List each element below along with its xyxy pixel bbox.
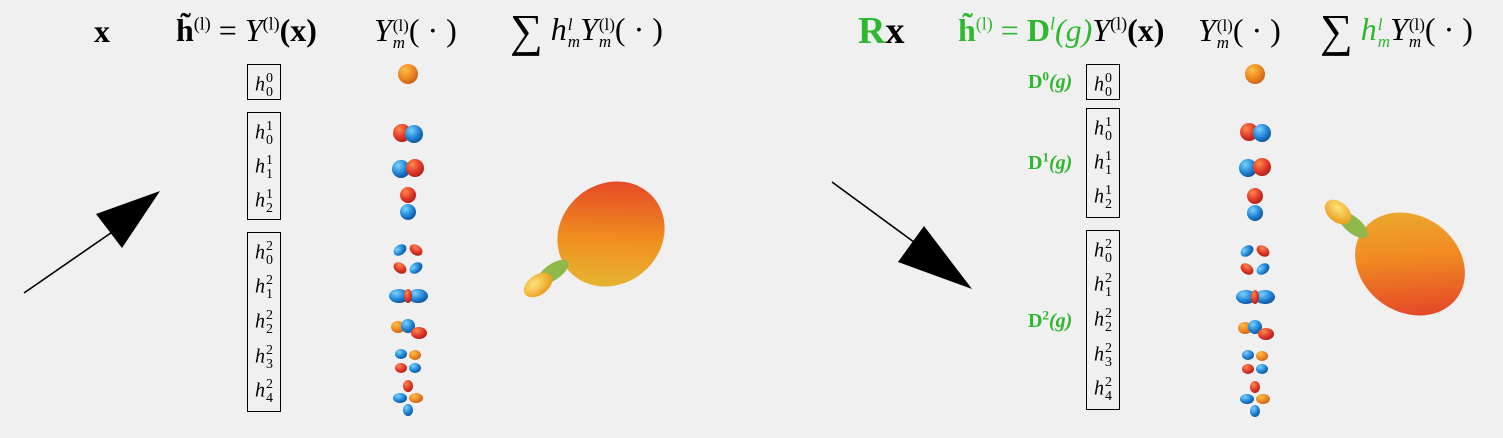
rotated-basis-label: Y(l)m( · ) <box>1198 12 1281 52</box>
harmonic-l1-m0 <box>1240 123 1271 142</box>
rotated-combined-signal-shape <box>1324 199 1465 316</box>
harmonic-l2-m3 <box>1242 350 1268 374</box>
rotated-input-label: Rx <box>858 10 905 52</box>
harmonic-l2-m1 <box>1236 290 1275 304</box>
wigner-d-label-2: D2(g) <box>1028 307 1073 332</box>
harmonic-l2-m1 <box>389 289 428 303</box>
input-label: x <box>94 13 110 49</box>
wigner-d-label-0: D0(g) <box>1028 68 1073 93</box>
harmonic-l2-m2 <box>1238 320 1274 340</box>
combined-signal-shape <box>523 181 665 298</box>
harmonic-l1-m2 <box>1247 188 1263 221</box>
harmonic-l2-m0 <box>1240 245 1270 275</box>
harmonic-l0-m0 <box>1245 64 1265 84</box>
harmonic-l1-m1 <box>392 159 424 178</box>
harmonic-l2-m3 <box>395 349 421 373</box>
spherical-harmonics-column <box>389 64 428 416</box>
harmonic-l1-m0 <box>393 124 423 143</box>
harmonic-l0-m0 <box>398 64 418 84</box>
harmonic-l2-m0 <box>393 244 423 274</box>
harmonic-l2-m4 <box>1240 381 1270 417</box>
rotated-vector-arrow <box>831 181 972 289</box>
input-vector-arrow <box>23 191 160 294</box>
rotated-features-equation: h̃(l) = Dl(g)Y(l)(x) <box>958 12 1165 48</box>
harmonic-l2-m4 <box>393 380 423 416</box>
harmonic-l1-m1 <box>1239 158 1271 177</box>
harmonic-l2-m2 <box>391 319 427 339</box>
basis-label: Y(l)m( · ) <box>374 12 457 52</box>
features-equation: h̃(l) = Y(l)(x) <box>176 12 317 48</box>
wigner-d-label-1: D1(g) <box>1028 149 1073 174</box>
rotated-spherical-harmonics-column <box>1236 64 1275 417</box>
harmonic-l1-m2 <box>400 187 416 220</box>
